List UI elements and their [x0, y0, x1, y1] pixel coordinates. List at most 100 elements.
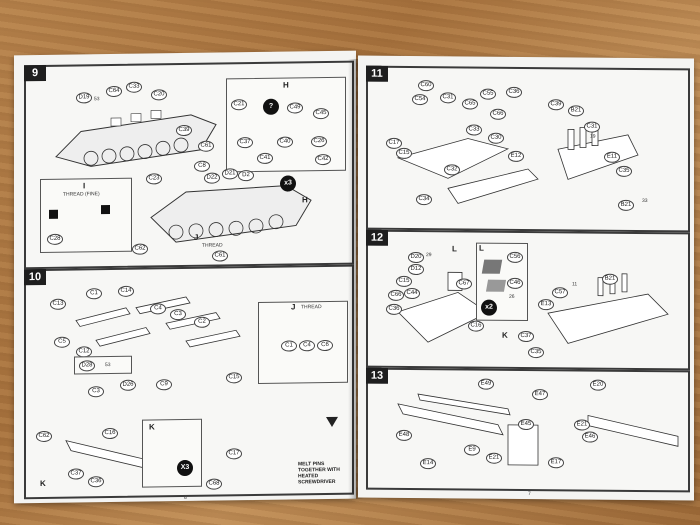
- part-label: E13: [538, 299, 554, 311]
- panel-part-icon: [485, 279, 507, 292]
- step-9-panel: 9 D19 53 C64 C33 C20 C39 C61 C8 C23: [24, 60, 354, 270]
- part-label: C67: [456, 278, 472, 290]
- step-12-number: 12: [366, 229, 388, 246]
- thread-label: THREAD: [202, 242, 223, 249]
- part-label: E17: [548, 457, 564, 469]
- part-label: B21: [618, 199, 634, 211]
- multiplier-badge: X3: [177, 459, 193, 477]
- part-label: C36: [88, 476, 104, 488]
- label-k: K: [149, 422, 155, 432]
- part-label: C31: [440, 92, 456, 104]
- track-guard-drawing: [397, 393, 679, 466]
- part-label: E12: [508, 150, 524, 162]
- part-label: E9: [464, 444, 480, 456]
- part-label: C26: [311, 136, 327, 148]
- label-l: L: [479, 243, 484, 253]
- part-label: E46: [582, 431, 598, 443]
- black-square-icon: [101, 205, 110, 215]
- part-label: C42: [315, 153, 331, 166]
- part-label: C37: [518, 330, 534, 343]
- thread-fine-label: THREAD (FINE): [63, 191, 100, 198]
- part-label: C45: [313, 107, 329, 120]
- part-label: 53: [105, 362, 111, 369]
- chassis-rear-drawing: [547, 273, 669, 344]
- part-label: E45: [518, 418, 534, 431]
- part-label: C34: [416, 194, 432, 206]
- part-label: C33: [466, 124, 482, 136]
- part-label: D28: [79, 360, 95, 372]
- part-label: 29: [426, 252, 432, 259]
- label-k: K: [40, 478, 46, 489]
- part-label: C33: [126, 81, 142, 93]
- part-label: B21: [568, 105, 584, 117]
- part-label: 53: [94, 96, 100, 103]
- instruction-booklet: 9 D19 53 C64 C33 C20 C39 C61 C8 C23: [8, 45, 698, 510]
- part-label: 26: [509, 293, 515, 300]
- part-label: C13: [50, 298, 66, 310]
- part-label: C54: [412, 94, 428, 106]
- part-label: C16: [468, 320, 484, 332]
- part-label: C4: [299, 340, 315, 352]
- inset-h: H ? C21 C49 C45 C37 C40 C26 C41 C42: [226, 76, 346, 173]
- part-label: C65: [462, 98, 478, 110]
- step-10-number: 10: [24, 268, 46, 286]
- label-k: K: [502, 330, 508, 340]
- part-label: C40: [277, 136, 293, 148]
- part-label: C55: [480, 88, 496, 100]
- part-label: C35: [528, 347, 544, 359]
- part-label: C66: [490, 108, 506, 120]
- part-label: C49: [287, 102, 303, 114]
- part-label: E21: [574, 419, 590, 431]
- question-icon: ?: [263, 98, 279, 115]
- part-label: C15: [396, 275, 412, 288]
- part-label: C60: [418, 80, 434, 92]
- inset-i: I THREAD (FINE) C28: [40, 177, 132, 254]
- page-number-left: 6: [184, 494, 187, 502]
- step-12-panel: 12 D20 D12 29 C15 C66 C44 C36 C67 C16 L …: [366, 229, 690, 371]
- black-square-icon: [49, 209, 58, 219]
- part-label: E21: [486, 452, 502, 464]
- part-label: C15: [396, 147, 412, 160]
- chassis-drawing: [396, 125, 639, 204]
- part-label: C68: [206, 478, 222, 490]
- part-label: C32: [444, 164, 460, 176]
- part-label: C36: [386, 303, 402, 315]
- part-label: 33: [642, 198, 648, 205]
- left-page: 9 D19 53 C64 C33 C20 C39 C61 C8 C23: [14, 50, 356, 504]
- part-label: C6: [317, 339, 333, 352]
- part-label: C17: [226, 448, 242, 460]
- label-h: H: [302, 195, 308, 205]
- page-number-right: 7: [528, 491, 531, 498]
- part-label: C3: [88, 386, 104, 398]
- inset-h-label: H: [283, 80, 289, 90]
- part-label: E14: [420, 458, 436, 470]
- part-label: C39: [548, 99, 564, 111]
- part-label: C1: [281, 340, 297, 352]
- part-label: C41: [257, 152, 273, 164]
- step-11-panel: 11 C60 C54 C31 C65 C55 C36 C66 C33 C17 C…: [366, 65, 690, 233]
- part-label: E11: [604, 151, 620, 163]
- part-label: D12: [408, 263, 424, 276]
- inset-k: K X3: [142, 418, 202, 488]
- part-label: B21: [602, 273, 618, 285]
- label-j: J: [194, 232, 199, 242]
- part-label: E48: [396, 429, 412, 442]
- part-label: C36: [506, 86, 522, 98]
- inset-i-label: I: [83, 181, 86, 191]
- part-label: E47: [532, 389, 548, 401]
- part-label: C9: [156, 379, 172, 391]
- part-label: C37: [237, 137, 253, 149]
- thread-label: THREAD: [301, 304, 322, 311]
- part-label: C56: [507, 251, 523, 263]
- part-label: D20: [408, 251, 424, 264]
- label-l: L: [452, 244, 457, 254]
- part-label: D26: [120, 379, 136, 391]
- inset-d28: D28 53: [74, 355, 132, 375]
- right-page: 11 C60 C54 C31 C65 C55 C36 C66 C33 C17 C…: [358, 55, 694, 501]
- part-label: C15: [226, 372, 242, 384]
- step-11-number: 11: [366, 65, 388, 82]
- inset-l: L C56 C46 26 x2: [476, 242, 528, 322]
- part-label: C17: [386, 137, 402, 149]
- tank-assembled-drawing: [150, 185, 312, 243]
- part-label: C30: [488, 132, 504, 144]
